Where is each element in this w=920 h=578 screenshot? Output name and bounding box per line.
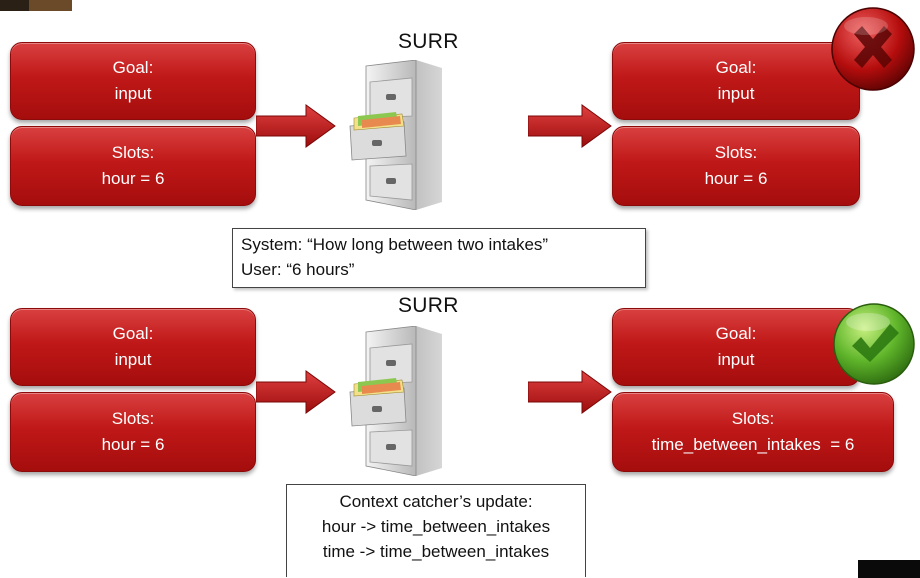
top-right-arrow bbox=[528, 104, 612, 148]
goal-label: Goal: bbox=[112, 324, 154, 343]
file-cabinet-icon bbox=[349, 60, 442, 210]
top-right-goal-box: Goal: input bbox=[612, 42, 860, 120]
slots-value: time_between_intakes = 6 bbox=[651, 435, 855, 454]
top-left-slots-box: Slots: hour = 6 bbox=[10, 126, 256, 206]
slots-label: Slots: bbox=[714, 143, 758, 162]
note-line-user: User: “6 hours” bbox=[241, 260, 355, 279]
top-left-goal-box: Goal: input bbox=[10, 42, 256, 120]
surr-label: SURR bbox=[398, 30, 459, 53]
note-line-title: Context catcher’s update: bbox=[339, 492, 533, 511]
red-x-icon bbox=[831, 7, 915, 91]
slots-label: Slots: bbox=[111, 409, 155, 428]
goal-value: input bbox=[114, 350, 152, 369]
goal-value: input bbox=[717, 350, 755, 369]
goal-value: input bbox=[114, 84, 152, 103]
file-cabinet-icon bbox=[349, 326, 442, 476]
top-right-slots-box: Slots: hour = 6 bbox=[612, 126, 860, 206]
top-dialog-note: System: “How long between two intakes” U… bbox=[232, 228, 646, 288]
goal-label: Goal: bbox=[715, 324, 757, 343]
slots-value: hour = 6 bbox=[101, 435, 165, 454]
bottom-right-arrow bbox=[528, 370, 612, 414]
corner-mark bbox=[858, 560, 920, 578]
slots-label: Slots: bbox=[111, 143, 155, 162]
slots-value: hour = 6 bbox=[704, 169, 768, 188]
top-left-arrow bbox=[256, 104, 336, 148]
bottom-left-goal-box: Goal: input bbox=[10, 308, 256, 386]
slots-label: Slots: bbox=[731, 409, 775, 428]
green-check-icon bbox=[833, 303, 915, 385]
goal-label: Goal: bbox=[112, 58, 154, 77]
note-line-time: time -> time_between_intakes bbox=[322, 542, 550, 561]
goal-label: Goal: bbox=[715, 58, 757, 77]
note-line-hour: hour -> time_between_intakes bbox=[321, 517, 551, 536]
bottom-right-slots-box: Slots: time_between_intakes = 6 bbox=[612, 392, 894, 472]
goal-value: input bbox=[717, 84, 755, 103]
slots-value: hour = 6 bbox=[101, 169, 165, 188]
corner-mark bbox=[0, 0, 72, 11]
note-line-system: System: “How long between two intakes” bbox=[241, 235, 549, 254]
bottom-right-goal-box: Goal: input bbox=[612, 308, 860, 386]
bottom-left-arrow bbox=[256, 370, 336, 414]
surr-label: SURR bbox=[398, 294, 459, 317]
bottom-left-slots-box: Slots: hour = 6 bbox=[10, 392, 256, 472]
bottom-context-note: Context catcher’s update: hour -> time_b… bbox=[286, 484, 586, 577]
